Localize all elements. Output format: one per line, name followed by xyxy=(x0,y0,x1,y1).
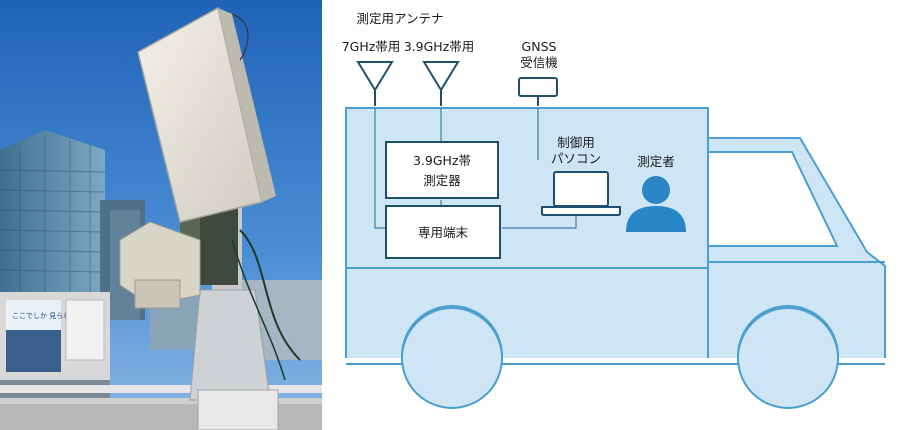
cable xyxy=(231,239,286,381)
terminal-label: 専用端末 xyxy=(418,225,469,240)
person-icon xyxy=(626,176,686,232)
front-wheel xyxy=(737,307,839,359)
meter-label-line2: 測定器 xyxy=(423,173,461,188)
antenna-7ghz-icon xyxy=(356,61,394,106)
antenna-photo: ここでしか 見られない xyxy=(0,0,322,430)
antenna-group-label: 測定用アンテナ xyxy=(356,11,443,26)
cable xyxy=(239,229,301,361)
measurement-vehicle-diagram: 測定用アンテナ 7GHz帯用 3.9GHz帯用 GNSS 受信機 3.9GHz帯… xyxy=(322,11,900,430)
rear-wheel xyxy=(401,357,503,409)
pc-label-line2: パソコン xyxy=(551,151,601,166)
panel-antenna xyxy=(137,6,276,223)
antenna-7ghz-label: 7GHz帯用 xyxy=(342,39,401,54)
gnss-receiver-icon xyxy=(518,77,558,106)
laptop-icon xyxy=(541,171,621,216)
connection-lines xyxy=(374,108,577,229)
antenna-39ghz-icon xyxy=(422,61,460,106)
front-wheel xyxy=(737,357,839,409)
rear-wheel xyxy=(401,307,503,359)
operator-label: 測定者 xyxy=(637,154,675,169)
meter-box: 3.9GHz帯 測定器 xyxy=(385,141,499,199)
rooftop-building: ここでしか 見られない xyxy=(0,292,110,430)
gnss-label-line1: GNSS xyxy=(522,39,557,54)
pc-label-line1: 制御用 xyxy=(557,135,595,150)
equipment-box xyxy=(134,279,181,309)
gnss-label-line2: 受信機 xyxy=(520,55,558,70)
antenna-39ghz-label: 3.9GHz帯用 xyxy=(404,39,475,54)
meter-label-line1: 3.9GHz帯 xyxy=(413,153,471,168)
terminal-box: 専用端末 xyxy=(385,205,501,259)
sign-text: ここでしか 見られない xyxy=(12,312,84,320)
